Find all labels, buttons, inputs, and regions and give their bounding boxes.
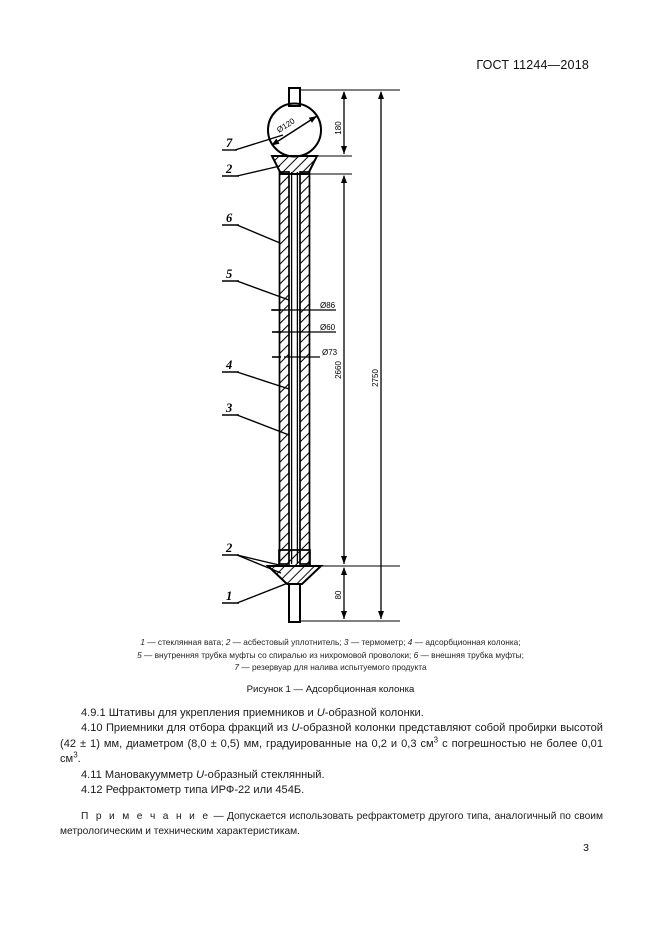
dimension-bulb-diameter: Ø120 bbox=[271, 115, 318, 146]
dimension-tip-length-label: 80 bbox=[334, 590, 343, 599]
dimension-column-length: 2660 bbox=[334, 175, 347, 564]
legend-ref-3: 3 bbox=[343, 637, 349, 647]
figure-caption: Рисунок 1 — Адсорбционная колонка bbox=[246, 684, 415, 695]
inner-sleeve-tube bbox=[290, 172, 299, 564]
paragraph-4-9-1: 4.9.1 Штативы для укрепления приемников … bbox=[60, 706, 603, 721]
note-text: — Допускается использовать рефрактометр … bbox=[60, 811, 603, 838]
dimension-mid-diameter: Ø73 bbox=[284, 348, 338, 358]
clause-text-4-11-a: Мановакуумметр bbox=[104, 768, 196, 781]
dimension-column-length-label: 2660 bbox=[334, 361, 343, 379]
callout-7-label: 7 bbox=[226, 136, 233, 150]
legend-text-5: — внутренняя трубка муфты со спиралью из… bbox=[141, 649, 414, 660]
clause-text-4-12: Рефрактометр типа ИРФ-22 или 454Б. bbox=[105, 784, 305, 797]
clause-number-4-11: 4.11 bbox=[81, 768, 105, 781]
column-scale-ticks bbox=[272, 309, 281, 358]
clause-text-4-9-1-b: -образной колонки. bbox=[324, 707, 424, 719]
figure-legend-line-3: 7 — резервуар для налива испытуемого про… bbox=[60, 661, 601, 674]
clause-text-4-9-1-a: Штативы для укрепления приемников и bbox=[108, 707, 317, 719]
column-right-wall bbox=[299, 171, 311, 565]
clause-number-4-9-1: 4.9.1 bbox=[81, 707, 109, 719]
dimension-mid-diameter-label: Ø73 bbox=[322, 348, 338, 357]
dimension-inner-diameter-label: Ø60 bbox=[320, 323, 336, 332]
legend-ref-5: 5 bbox=[137, 649, 142, 660]
page-number: 3 bbox=[583, 842, 589, 854]
italic-u-1: U bbox=[316, 707, 325, 719]
clause-text-4-10-b: -образной колонки представляют собой про… bbox=[60, 722, 603, 750]
paragraph-4-12: 4.12 Рефрактометр типа ИРФ-22 или 454Б. bbox=[60, 783, 603, 798]
legend-text-6: — внешняя трубка муфты; bbox=[418, 649, 524, 660]
figure-legend-line-2: 5 — внутренняя трубка муфты со спиралью … bbox=[60, 649, 601, 662]
dimension-bulb-height: 180 bbox=[334, 91, 347, 154]
callout-6-label: 6 bbox=[226, 211, 233, 225]
clause-text-4-10-c: с погрешностью не более 0,01 см bbox=[60, 737, 603, 766]
figure-legend-line-1: 1 — стеклянная вата; 2 — асбестовый упло… bbox=[60, 636, 601, 649]
clause-number-4-10: 4.10 bbox=[81, 722, 106, 735]
superscript-cubic-1: 3 bbox=[433, 735, 439, 745]
clause-text-4-10-a: Приемники для отбора фракций из bbox=[105, 722, 292, 735]
legend-ref-2: 2 bbox=[225, 637, 231, 647]
dimension-total-length: 2750 bbox=[371, 91, 384, 619]
callout-3: 3 bbox=[222, 401, 290, 436]
clause-text-4-10-d: . bbox=[77, 753, 81, 766]
dimension-tip-length: 80 bbox=[334, 567, 347, 619]
legend-text-7: — резервуар для налива испытуемого проду… bbox=[239, 662, 427, 673]
dimension-outer-diameter-label: Ø86 bbox=[320, 301, 336, 310]
legend-text-3: — термометр; bbox=[348, 637, 408, 647]
note-label: П р и м е ч а н и е bbox=[81, 811, 211, 823]
outlet-tip bbox=[288, 583, 301, 623]
figure-adsorption-column: Ø120 bbox=[0, 78, 661, 623]
callout-2-top-label: 2 bbox=[225, 162, 232, 176]
document-body: 4.9.1 Штативы для укрепления приемников … bbox=[60, 706, 603, 840]
legend-text-1: — стеклянная вата; bbox=[145, 637, 226, 647]
dimension-total-length-label: 2750 bbox=[371, 369, 380, 387]
callout-6: 6 bbox=[222, 211, 281, 244]
clause-text-4-11-b: -образный стеклянный. bbox=[203, 768, 325, 781]
callout-4-label: 4 bbox=[225, 358, 232, 372]
paragraph-4-11: 4.11 Мановакуумметр U-образный стеклянны… bbox=[60, 768, 603, 783]
callout-2-bottom: 2 bbox=[222, 541, 282, 574]
legend-ref-6: 6 bbox=[413, 649, 419, 660]
italic-u-3: U bbox=[195, 768, 204, 781]
callout-1-label: 1 bbox=[226, 589, 232, 603]
legend-text-2: — асбестовый уплотнитель; bbox=[230, 637, 344, 647]
dimension-bulb-height-label: 180 bbox=[334, 121, 343, 135]
legend-ref-1: 1 bbox=[140, 637, 146, 647]
callout-2-top: 2 bbox=[222, 162, 281, 177]
page-header-standard-number: ГОСТ 11244—2018 bbox=[476, 58, 589, 72]
callout-5: 5 bbox=[222, 267, 290, 301]
callout-1: 1 bbox=[222, 582, 289, 604]
paragraph-note: П р и м е ч а н и е — Допускается исполь… bbox=[60, 810, 603, 839]
dimension-inner-diameter: Ø60 bbox=[276, 323, 336, 333]
figure-legend: 1 — стеклянная вата; 2 — асбестовый упло… bbox=[60, 636, 601, 674]
callout-5-label: 5 bbox=[226, 267, 232, 281]
callout-3-label: 3 bbox=[225, 401, 232, 415]
legend-ref-7: 7 bbox=[234, 662, 240, 673]
legend-text-4: — адсорбционная колонка; bbox=[412, 637, 521, 647]
bottom-seal bbox=[265, 549, 324, 585]
callout-7: 7 bbox=[222, 134, 284, 151]
clause-number-4-12: 4.12 bbox=[81, 784, 106, 797]
superscript-cubic-2: 3 bbox=[73, 750, 78, 760]
legend-ref-4: 4 bbox=[407, 637, 413, 647]
italic-u-2: U bbox=[291, 722, 300, 735]
callout-2-bottom-label: 2 bbox=[225, 541, 232, 555]
column-left-wall bbox=[278, 171, 290, 565]
paragraph-4-10: 4.10 Приемники для отбора фракций из U-о… bbox=[60, 721, 603, 767]
callout-4: 4 bbox=[222, 358, 290, 390]
